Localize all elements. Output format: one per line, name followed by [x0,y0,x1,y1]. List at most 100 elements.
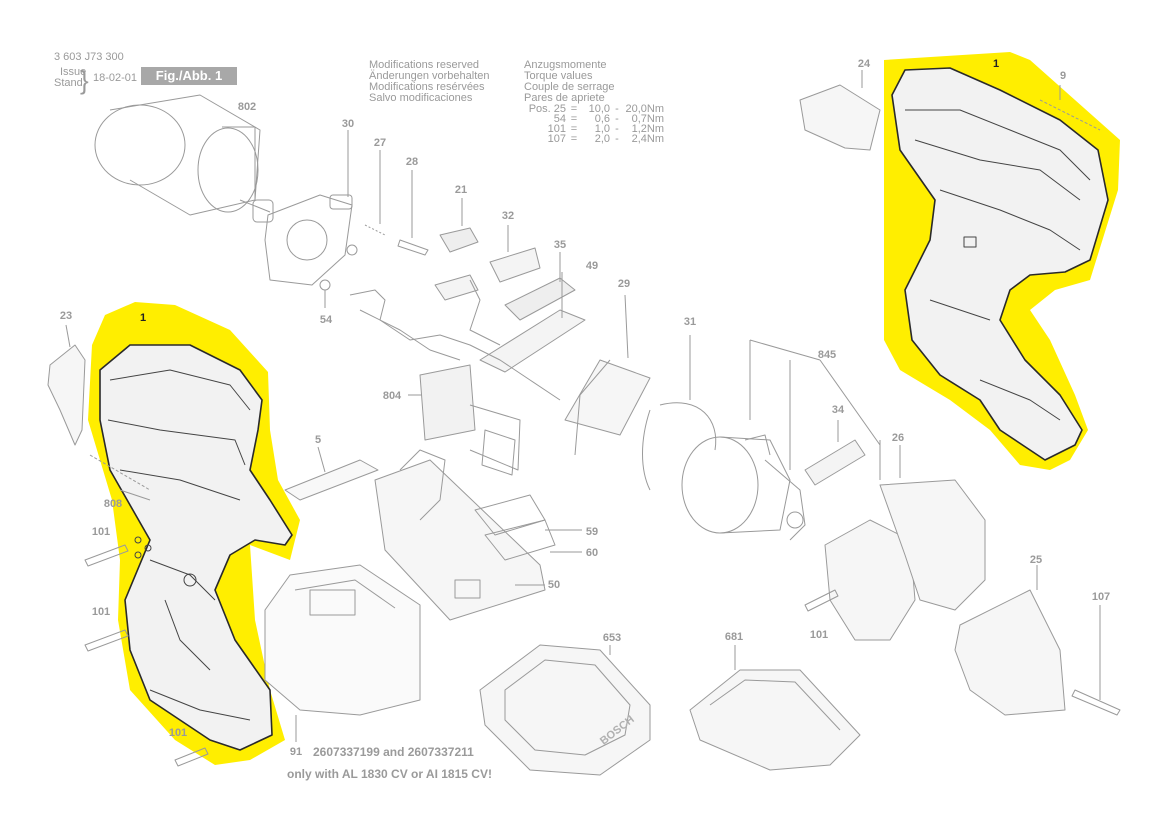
part-label: 54 [319,314,333,326]
note-line: Modifications reserved [369,59,480,71]
torque-eq: = [570,103,578,115]
battery-pack [264,564,421,742]
spring-plate-34 [804,420,866,486]
torque-row: 107 = 2,0 - 2,4Nm [524,133,664,145]
part-label: 60 [585,547,599,559]
wire-harness [349,279,561,401]
torque-title-line: Couple de serrage [524,81,615,93]
part-label: 35 [553,239,567,251]
figure-label: Fig./Abb. 1 [141,67,237,85]
torque-dash: - [615,103,619,115]
part-label: 804 [382,390,402,402]
torque-title-line: Anzugsmomente [524,59,607,71]
stand-label: Stand [54,77,83,89]
part-label: 5 [314,434,322,446]
part-label: 24 [857,58,871,70]
part-label: 28 [405,156,419,168]
part-label: 32 [501,210,515,222]
note-line: Modifications resérvées [369,81,485,93]
part-label: 59 [585,526,599,538]
torque-row: 54 = 0,6 - 0,7Nm [524,113,664,125]
motor [94,94,274,223]
screws-101 [84,544,839,767]
torque-row: Pos. 25 = 10,0 - 20,0Nm [524,103,664,115]
switch [408,364,521,476]
chuck [954,565,1066,716]
torque-pos: 107 [547,133,566,145]
torque-min: 10,0 [588,103,610,115]
part-label: 31 [683,316,697,328]
part-label: 107 [1091,591,1111,603]
charger [479,644,651,776]
note-line: Änderungen vorbehalten [369,70,490,82]
motor-flange [264,130,353,286]
part-label: 681 [724,631,744,643]
torque-row: 101 = 1,0 - 1,2Nm [524,123,664,135]
torque-dash: - [615,123,619,135]
part-label: 1 [139,312,147,324]
torque-title-line: Pares de apriete [524,92,605,104]
housing-half-right-highlighted [884,52,1120,470]
brace-glyph: } [80,65,89,95]
document-number: 3 603 J73 300 [54,51,124,63]
retaining-clip-31 [642,335,717,491]
part-label: 101 [168,727,188,739]
adapter-681 [689,645,861,771]
battery-cover-5 [284,446,379,501]
torque-pos: 54 [553,113,566,125]
torque-eq: = [570,123,578,135]
part-label: 30 [341,118,355,130]
torque-eq: = [570,113,578,125]
torque-max: 20,0Nm [625,103,664,115]
end-cap-23 [47,324,86,446]
torque-dash: - [615,133,619,145]
torque-eq: = [570,133,578,145]
torque-min: 1,0 [594,123,610,135]
part-label: 802 [237,101,257,113]
issue-label: Issue [60,66,87,78]
part-label: 50 [547,579,561,591]
end-cap-24 [799,70,881,151]
torque-pos: 101 [547,123,566,135]
torque-title-line: Torque values [524,70,593,82]
modifications-note: Modifications reserved Änderungen vorbeh… [369,60,489,104]
issue-date: 18-02-01 [93,72,138,84]
part-label: 653 [602,632,622,644]
part-label: 25 [1029,554,1043,566]
part-label: 27 [373,137,387,149]
part-label: 101 [91,606,111,618]
battery-contact-parts [474,494,582,561]
note-line: Salvo modificaciones [369,92,473,104]
torque-pos: Pos. 25 [528,103,566,115]
screw-107 [1071,605,1121,716]
gearbox [681,339,881,541]
part-label: 23 [59,310,73,322]
battery-compat-note-2: only with AL 1830 CV or AI 1815 CV! [287,767,492,781]
part-label: 1 [992,58,1000,70]
torque-min: 2,0 [594,133,610,145]
small-parts [319,150,586,373]
part-label: 101 [809,629,829,641]
part-label: 845 [817,349,837,361]
torque-dash: - [615,113,619,125]
part-label: 808 [103,498,123,510]
torque-max: 2,4Nm [631,133,664,145]
part-label: 26 [891,432,905,444]
part-label: 21 [454,184,468,196]
part-label: 9 [1059,70,1067,82]
part-label: 91 [289,746,303,758]
ring-gear-29 [564,294,651,456]
part-label: 34 [831,404,845,416]
torque-values: Anzugsmomente Torque values Couple de se… [524,59,664,145]
gear-housing-26 [824,440,986,641]
part-label: 101 [91,526,111,538]
part-label: 49 [585,260,599,272]
circuit-board [374,449,546,621]
torque-max: 1,2Nm [631,123,664,135]
torque-max: 0,7Nm [631,113,664,125]
battery-compat-note-1: 2607337199 and 2607337211 [313,745,474,759]
part-label: 29 [617,278,631,290]
torque-min: 0,6 [594,113,610,125]
housing-half-left-highlighted [88,302,300,765]
